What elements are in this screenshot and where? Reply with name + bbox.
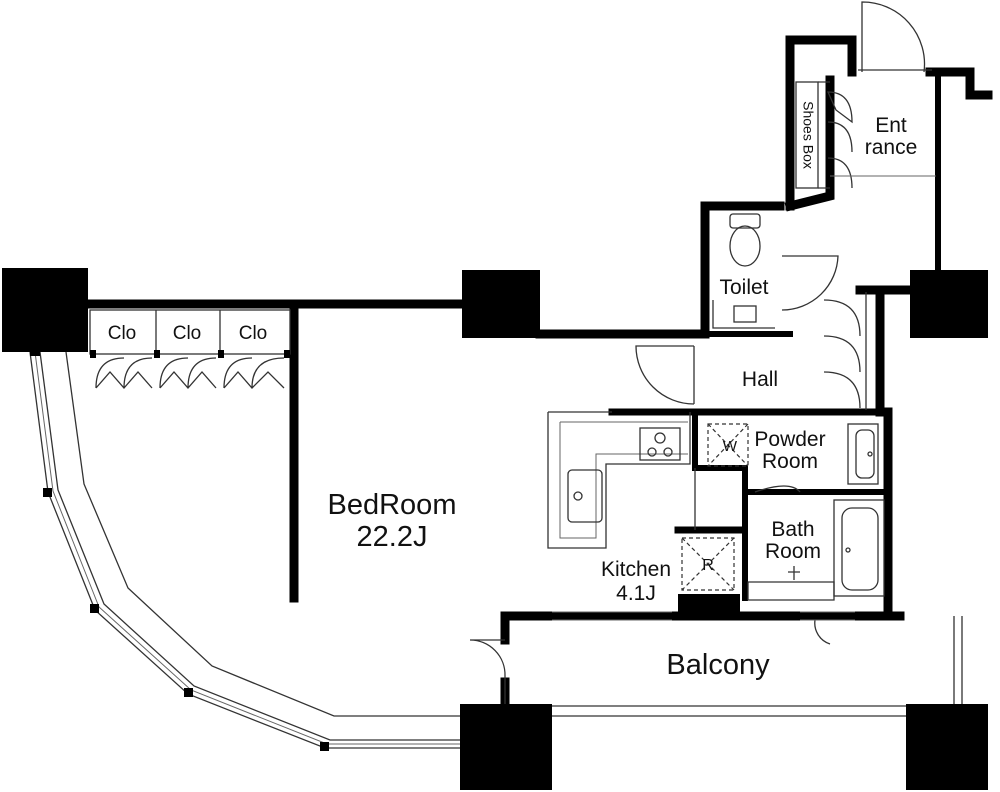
column-right [910,270,988,338]
powder-room-line2: Room [762,450,818,473]
bath-room-line2: Room [765,540,821,563]
structural-columns [2,268,988,790]
vanity-sink [847,423,879,485]
toilet-fixture [712,213,775,329]
room-labels: BedRoom 22.2J Kitchen 4.1J Balcony Hall … [108,101,918,681]
bathtub [747,499,885,601]
toilet-label: Toilet [719,276,768,299]
entrance-label-line2: rance [865,136,918,159]
column-bottom-right [906,704,988,790]
washer-label: W [723,438,738,455]
curved-window [29,346,460,751]
refrigerator [681,537,735,591]
refrigerator-label: R [702,557,714,574]
entrance-label-line1: Ent [875,114,907,137]
kitchen-name: Kitchen [601,558,671,581]
hall-label: Hall [742,368,778,391]
washing-machine [707,423,749,467]
powder-room-line1: Powder [754,428,825,451]
column-top-middle [462,270,540,338]
walls [83,35,993,709]
bedroom-name: BedRoom [328,489,457,521]
doors [469,1,936,704]
closet-label-1: Clo [108,323,137,344]
column-bottom-middle [460,704,552,790]
balcony-label: Balcony [666,649,770,681]
shoes-box [795,81,853,189]
closets [89,309,291,389]
balcony-rail [552,616,963,717]
closet-label-2: Clo [173,323,202,344]
kitchen-counter [547,411,696,549]
column-top-left [2,268,88,352]
kitchen-area: 4.1J [616,582,656,605]
closet-label-3: Clo [239,323,268,344]
shoes-box-label: Shoes Box [800,101,816,169]
bedroom-area: 22.2J [357,521,428,553]
bath-room-line1: Bath [771,518,814,541]
